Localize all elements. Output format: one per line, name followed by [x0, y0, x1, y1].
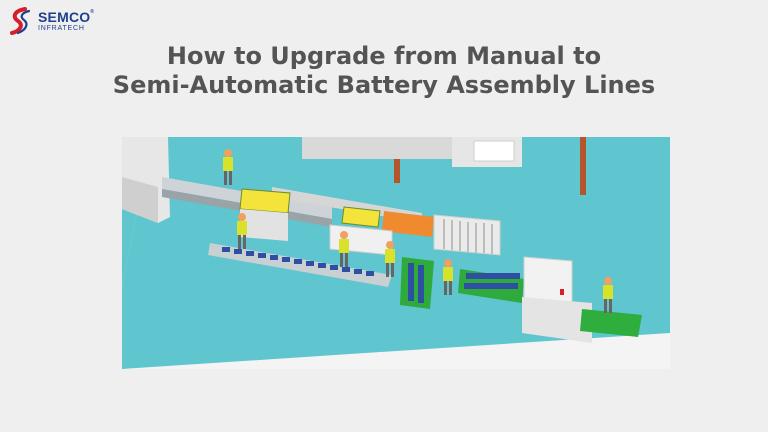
worker [603, 277, 613, 313]
yellow-station [239, 188, 291, 214]
worker [385, 241, 395, 277]
worker [223, 149, 233, 185]
title-line-1: How to Upgrade from Manual to [166, 42, 602, 70]
worker [443, 259, 453, 295]
pillar [394, 137, 400, 183]
green-table [400, 257, 434, 309]
worker [339, 231, 349, 267]
green-table [580, 309, 642, 337]
title-line-2: Semi-Automatic Battery Assembly Lines [112, 71, 656, 99]
assembly-line-illustration [122, 137, 670, 369]
company-logo: SEMCO® INFRATECH [8, 6, 94, 36]
page-title: How to Upgrade from Manual to Semi-Autom… [0, 42, 768, 100]
worker [237, 213, 247, 249]
logo-name: SEMCO® [38, 9, 95, 25]
semco-logo-icon [10, 7, 31, 35]
orange-station [382, 211, 434, 237]
logo-tagline: INFRATECH [38, 25, 85, 32]
pillar [580, 137, 586, 195]
factory-render [122, 137, 670, 369]
